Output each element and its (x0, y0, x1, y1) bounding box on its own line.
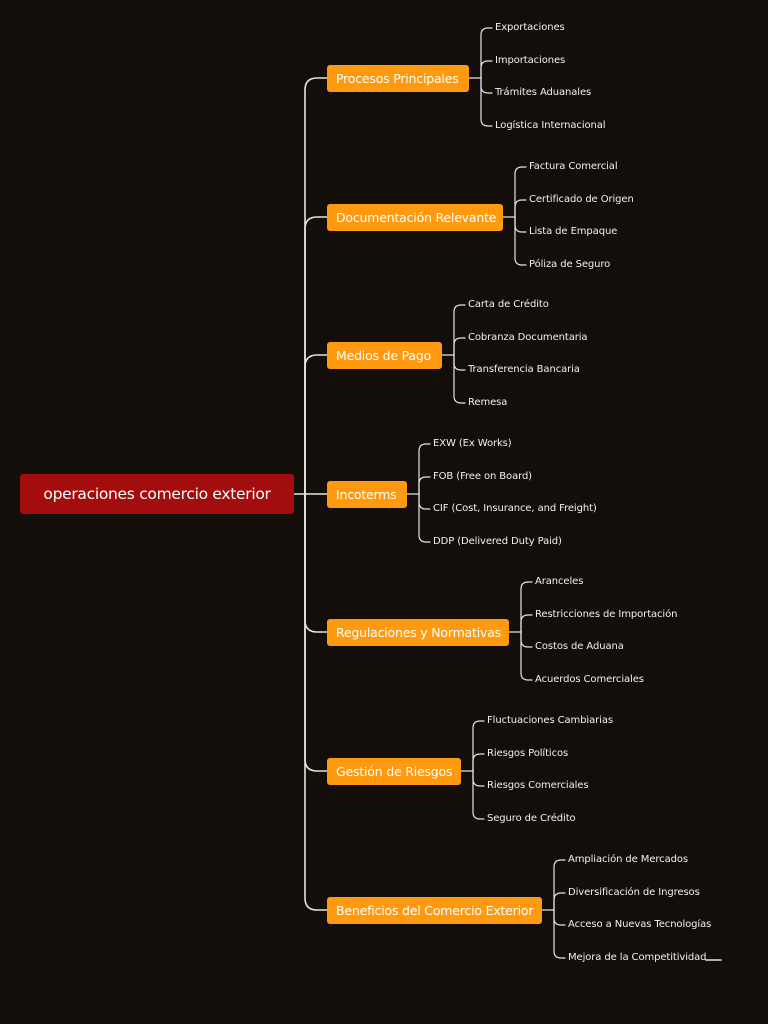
branch-label: Documentación Relevante (336, 209, 497, 225)
leaf-node[interactable]: CIF (Cost, Insurance, and Freight) (433, 503, 597, 514)
leaf-node[interactable]: Importaciones (495, 55, 566, 66)
branch-node[interactable]: Medios de Pago (327, 341, 442, 369)
leaf-node[interactable]: Riesgos Políticos (487, 748, 569, 759)
leaf-node[interactable]: Póliza de Seguro (529, 259, 611, 270)
leaf-node[interactable]: EXW (Ex Works) (433, 438, 512, 449)
leaf-node[interactable]: Seguro de Crédito (487, 813, 576, 824)
branch-label: Medios de Pago (336, 347, 432, 363)
branch-label: Incoterms (336, 486, 397, 502)
leaf-node[interactable]: FOB (Free on Board) (433, 471, 532, 482)
leaf-node[interactable]: Restricciones de Importación (535, 609, 678, 620)
branch-node[interactable]: Procesos Principales (327, 64, 469, 92)
branch-node[interactable]: Regulaciones y Normativas (327, 618, 509, 646)
branch-label: Procesos Principales (336, 70, 459, 86)
branch-node[interactable]: Documentación Relevante (327, 203, 503, 231)
leaf-node[interactable]: Factura Comercial (529, 161, 618, 172)
branch-label: Beneficios del Comercio Exterior (336, 902, 534, 918)
leaf-node[interactable]: Acceso a Nuevas Tecnologías (568, 919, 712, 930)
leaf-node[interactable]: Cobranza Documentaria (468, 332, 588, 343)
leaf-node[interactable]: Transferencia Bancaria (468, 364, 580, 375)
leaf-node[interactable]: Fluctuaciones Cambiarias (487, 715, 613, 726)
branch-node[interactable]: Incoterms (327, 480, 407, 508)
branch-label: Regulaciones y Normativas (336, 624, 501, 640)
leaf-node[interactable]: Mejora de la Competitividad (568, 952, 707, 963)
root-label: operaciones comercio exterior (43, 485, 271, 503)
leaf-node[interactable]: Lista de Empaque (529, 226, 618, 237)
leaf-node[interactable]: Trámites Aduanales (495, 87, 592, 98)
leaf-node[interactable]: Exportaciones (495, 22, 565, 33)
branch-node[interactable]: Gestión de Riesgos (327, 757, 461, 785)
leaf-node[interactable]: Carta de Crédito (468, 299, 549, 310)
branch-node[interactable]: Beneficios del Comercio Exterior (327, 896, 542, 924)
leaf-node[interactable]: Remesa (468, 397, 508, 408)
leaf-node[interactable]: Riesgos Comerciales (487, 780, 589, 791)
leaf-node[interactable]: Diversificación de Ingresos (568, 887, 700, 898)
leaf-node[interactable]: Aranceles (535, 576, 584, 587)
leaf-node[interactable]: Logística Internacional (495, 120, 606, 131)
leaf-node[interactable]: DDP (Delivered Duty Paid) (433, 536, 562, 547)
leaf-node[interactable]: Costos de Aduana (535, 641, 624, 652)
root-node[interactable]: operaciones comercio exterior (20, 474, 294, 514)
leaf-node[interactable]: Acuerdos Comerciales (535, 674, 644, 685)
leaf-node[interactable]: Certificado de Origen (529, 194, 634, 205)
branch-label: Gestión de Riesgos (336, 763, 453, 779)
leaf-node[interactable]: Ampliación de Mercados (568, 854, 688, 865)
